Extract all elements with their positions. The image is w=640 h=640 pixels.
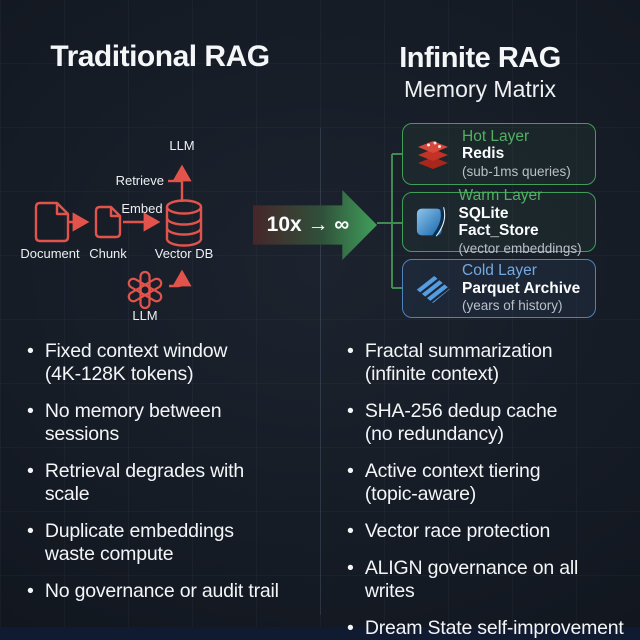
parquet-icon (416, 274, 450, 303)
hot-layer-detail: (sub-1ms queries) (462, 163, 571, 179)
bullet-text: Dream State self-improvement (364, 617, 624, 639)
hot-layer-tech: Redis (462, 145, 505, 163)
hot-layer-name: Hot Layer (462, 127, 530, 145)
chunk-label: Chunk (89, 246, 127, 261)
bullet-dot: • (27, 520, 34, 542)
list-item: • Dream State self-improvement (347, 617, 635, 640)
list-item: • Fixed context window (4K-128K tokens) (27, 340, 315, 386)
llm-to-vectordb-arrow (169, 269, 192, 288)
bullet-dot: • (27, 340, 34, 362)
bullet-dot: • (347, 520, 354, 542)
cold-layer-tech: Parquet Archive (462, 279, 581, 297)
bullet-dot: • (347, 340, 354, 362)
vector-db-label: Vector DB (155, 246, 214, 261)
bottom-accent-bar (0, 627, 640, 640)
redis-icon (418, 141, 448, 169)
list-item: • SHA-256 dedup cache (no redundancy) (347, 400, 635, 446)
traditional-rag-diagram: LLM Retrieve Document Chunk Embed Vector… (20, 138, 214, 323)
bullet-dot: • (27, 400, 34, 422)
vector-db-icon (165, 199, 203, 247)
llm-bottom-label: LLM (132, 308, 157, 323)
bullet-text: Duplicate embeddings waste compute (44, 520, 234, 565)
sqlite-icon (416, 205, 446, 237)
warm-layer-tech: SQLite Fact_Store (458, 204, 539, 240)
llm-top-label: LLM (169, 138, 194, 153)
transformation-arrow-label: 10x → ∞ (266, 213, 350, 236)
bullet-text: ALIGN governance on all writes (364, 557, 579, 602)
hot-layer-box: Hot Layer Redis (sub-1ms queries) (402, 123, 596, 185)
bullet-text: Retrieval degrades with scale (44, 460, 244, 505)
list-item: • No memory between sessions (27, 400, 315, 446)
bullet-dot: • (27, 580, 34, 602)
document-icon (34, 201, 70, 243)
list-item: • ALIGN governance on all writes (347, 557, 635, 603)
document-label: Document (20, 246, 80, 261)
list-item: • Vector race protection (347, 520, 635, 543)
left-panel-title: Traditional RAG (50, 40, 270, 73)
embed-label: Embed (121, 201, 162, 216)
bullet-dot: • (27, 460, 34, 482)
bullet-text: No memory between sessions (44, 400, 222, 445)
bullet-dot: • (347, 460, 354, 482)
cold-layer-box: Cold Layer Parquet Archive (years of his… (402, 259, 596, 318)
right-panel-subtitle: Memory Matrix (403, 76, 557, 102)
list-item: • Retrieval degrades with scale (27, 460, 315, 506)
list-item: • No governance or audit trail (27, 580, 315, 603)
bullet-dot: • (347, 557, 354, 579)
chunk-icon (94, 205, 122, 239)
infinite-rag-bullet-list: • Fractal summarization (infinite context… (347, 340, 635, 640)
warm-layer-name: Warm Layer (458, 187, 543, 204)
traditional-rag-bullet-list: • Fixed context window (4K-128K tokens) • N… (27, 340, 315, 617)
cold-layer-name: Cold Layer (462, 262, 537, 280)
panel-divider (320, 128, 321, 615)
bullet-dot: • (347, 617, 354, 639)
bullet-text: Active context tiering (topic-aware) (364, 460, 541, 505)
bullet-text: No governance or audit trail (44, 580, 279, 602)
warm-layer-detail: (vector embeddings) (458, 240, 582, 256)
list-item: • Fractal summarization (infinite context… (347, 340, 635, 386)
retrieve-label: Retrieve (116, 173, 164, 188)
bullet-text: Vector race protection (364, 520, 551, 542)
list-item: • Active context tiering (topic-aware) (347, 460, 635, 506)
right-panel-title: Infinite RAG (399, 42, 561, 74)
warm-layer-box: Warm Layer SQLite Fact_Store (vector emb… (402, 187, 596, 256)
bullet-text: Fractal summarization (infinite context) (364, 340, 553, 385)
bullet-text: SHA-256 dedup cache (no redundancy) (364, 400, 558, 445)
bullet-dot: • (347, 400, 354, 422)
bullet-text: Fixed context window (4K-128K tokens) (44, 340, 228, 385)
list-item: • Duplicate embeddings waste compute (27, 520, 315, 566)
cold-layer-detail: (years of history) (462, 298, 563, 314)
openai-llm-icon (127, 270, 163, 310)
